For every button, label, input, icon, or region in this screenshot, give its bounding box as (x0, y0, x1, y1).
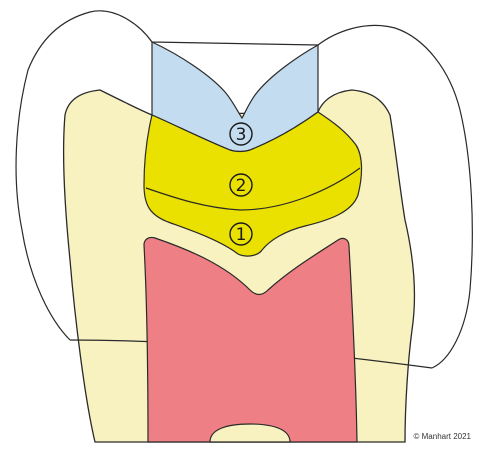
copyright-text: © Manhart 2021 (414, 432, 472, 441)
layer-2-number: 2 (236, 176, 247, 196)
layer-1-number: 1 (236, 225, 247, 245)
layer-3-number: 3 (236, 125, 247, 145)
